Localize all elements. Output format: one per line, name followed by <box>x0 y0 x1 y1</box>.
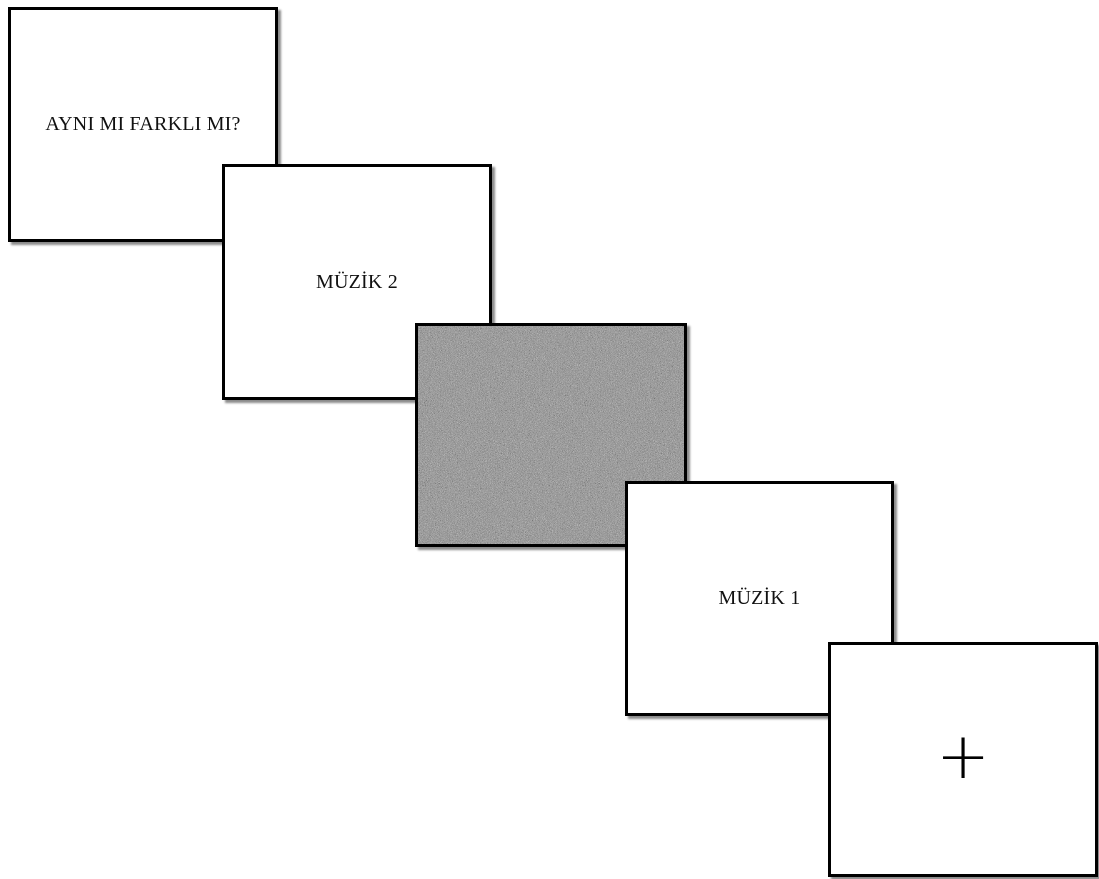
white-noise-texture <box>418 326 684 544</box>
white-noise-mask-screen <box>415 323 687 547</box>
first-music-label: MÜZİK 1 <box>718 587 801 609</box>
fixation-cross-icon: + <box>936 719 990 794</box>
fixation-screen: + <box>828 642 1098 877</box>
response-prompt-text: AYNI MI FARKLI MI? <box>45 113 241 135</box>
second-music-label: MÜZİK 2 <box>316 270 398 293</box>
response-prompt-screen: AYNI MI FARKLI MI? <box>8 7 278 242</box>
